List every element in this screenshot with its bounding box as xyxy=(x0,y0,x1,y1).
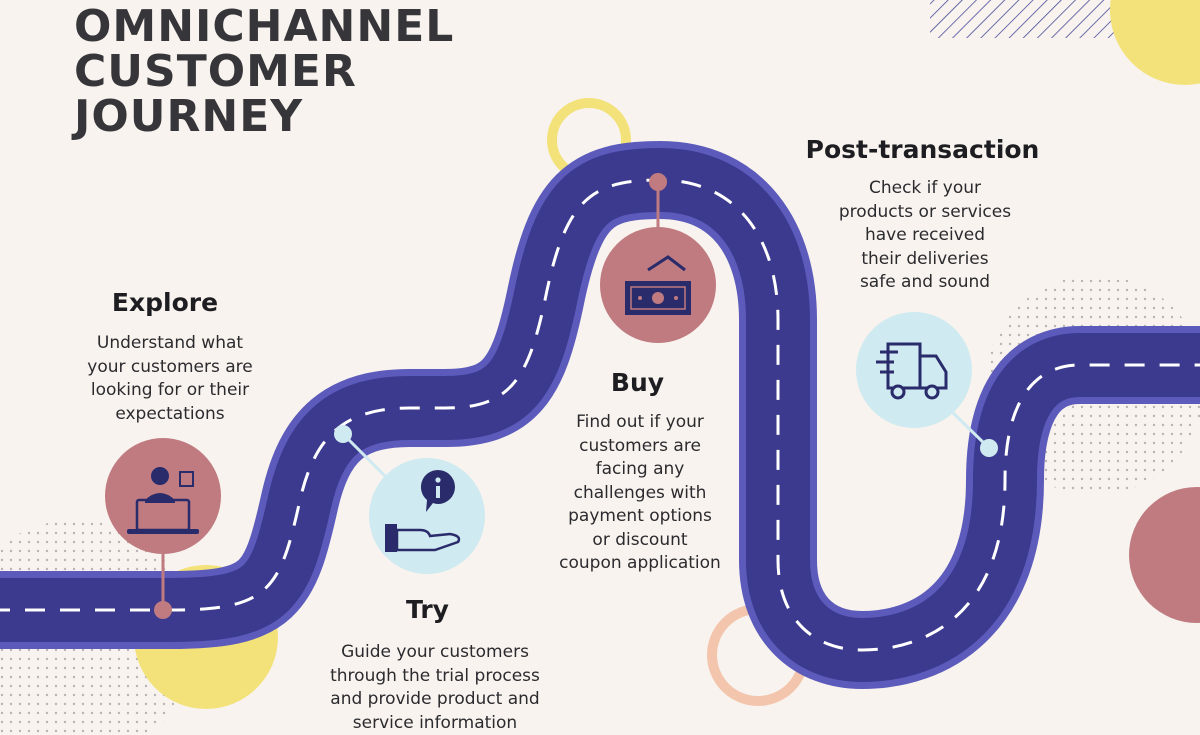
try-title: Try xyxy=(340,595,515,624)
hatched-stripes xyxy=(930,0,1130,38)
buy-description-line: coupon application xyxy=(525,552,755,576)
explore-description-line: expectations xyxy=(40,403,300,427)
buy-description-line: Find out if your xyxy=(525,411,755,435)
explore-description-line: your customers are xyxy=(40,356,300,380)
post-transaction-description: Check if your products or services have … xyxy=(800,177,1050,295)
try-description-line: through the trial process xyxy=(295,665,575,689)
try-description: Guide your customers through the trial p… xyxy=(295,641,575,735)
buy-description-line: payment options xyxy=(525,505,755,529)
explore-description: Understand what your customers are looki… xyxy=(40,332,300,426)
try-description-line: Guide your customers xyxy=(295,641,575,665)
buy-description-line: customers are xyxy=(525,435,755,459)
explore-description-line: looking for or their xyxy=(40,379,300,403)
yellow-corner-circle xyxy=(1110,0,1200,85)
try-description-line: service information xyxy=(295,712,575,735)
explore-icon-circle xyxy=(105,438,221,554)
mauve-circle-right xyxy=(1129,487,1200,623)
buy-title: Buy xyxy=(560,368,715,397)
try-icon-circle xyxy=(369,458,485,574)
buy-icon-circle xyxy=(600,227,716,343)
title-line: JOURNEY xyxy=(74,94,454,139)
post-transaction-description-line: safe and sound xyxy=(800,271,1050,295)
buy-description-line: or discount xyxy=(525,529,755,553)
post-transaction-description-line: products or services xyxy=(800,201,1050,225)
buy-description-line: challenges with xyxy=(525,482,755,506)
buy-description: Find out if your customers are facing an… xyxy=(525,411,755,576)
post-transaction-description-line: Check if your xyxy=(800,177,1050,201)
page-title: OMNICHANNEL CUSTOMER JOURNEY xyxy=(74,4,454,139)
title-line: CUSTOMER xyxy=(74,49,454,94)
post-transaction-description-line: have received xyxy=(800,224,1050,248)
buy-description-line: facing any xyxy=(525,458,755,482)
explore-title: Explore xyxy=(70,288,260,317)
explore-description-line: Understand what xyxy=(40,332,300,356)
post-transaction-title: Post-transaction xyxy=(775,135,1070,164)
post-transaction-description-line: their deliveries xyxy=(800,248,1050,272)
post-transaction-icon-circle xyxy=(856,312,972,428)
title-line: OMNICHANNEL xyxy=(74,4,454,49)
try-description-line: and provide product and xyxy=(295,688,575,712)
